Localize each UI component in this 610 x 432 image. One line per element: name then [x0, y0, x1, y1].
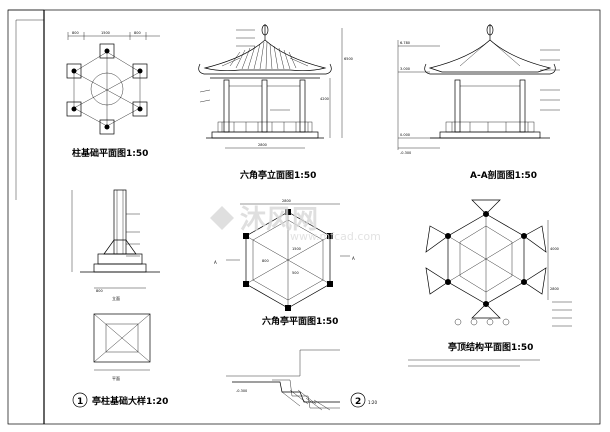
section-level-3: 0.000 [400, 133, 410, 137]
base-dim-3: 800 [134, 31, 141, 35]
pavilion-plan: 2800 1500 800 500 A A 六角亭平面图1:50 [214, 199, 355, 327]
footing-width-dim: 800 [96, 289, 103, 293]
roof-structure-title: 亭顶结构平面图1:50 [448, 341, 533, 353]
column-base-plan-title: 柱基础平面图1:50 [72, 147, 148, 159]
detail-2-scale: 1:20 [368, 400, 377, 405]
base-dim-2: 1500 [101, 31, 110, 35]
plan-dim-1: 1500 [292, 247, 301, 251]
elevation-title: 六角亭立面图1:50 [240, 169, 316, 181]
elevation-width-dim: 2800 [258, 143, 267, 147]
detail-1-number: 1 [77, 397, 83, 407]
section-level-4: -0.300 [400, 151, 411, 155]
plan-dim-2: 800 [262, 259, 269, 263]
elevation-height-dim: 6500 [344, 57, 353, 61]
detail-1-marker [72, 392, 88, 408]
plan-section-mark-right: A [352, 256, 355, 261]
footing-detail: 800 立面 平面 1 亭柱基础大样1:20 [71, 189, 168, 408]
detail-2-level: -0.300 [236, 389, 247, 393]
plan-dim-3: 500 [292, 271, 299, 275]
roof-dim-2: 2800 [550, 287, 559, 291]
section-title: A-A剖面图1:50 [470, 169, 537, 181]
base-dim-1: 800 [72, 31, 79, 35]
watermark-url: www.mfcad.com [290, 230, 381, 243]
watermark-text: 沐风网 [240, 205, 318, 235]
roof-structure-plan: 4000 2800 亭顶结构平面图1:50 [408, 199, 572, 367]
detail-2-number: 2 [355, 397, 361, 407]
elevation-mid-dim: 4200 [320, 97, 329, 101]
footing-elevation-label: 立面 [112, 295, 120, 301]
pavilion-elevation: 2800 6500 4200 六角亭立面图1:50 [198, 24, 353, 181]
pavilion-plan-title: 六角亭平面图1:50 [262, 315, 338, 327]
sheet-border [7, 9, 601, 425]
plan-section-mark: A [214, 260, 217, 265]
column-base-plan: 800 1500 800 柱基础平面图1:50 [66, 31, 160, 159]
watermark: 沐风网 www.mfcad.com [210, 205, 381, 243]
section-level-2: 3.000 [400, 67, 410, 71]
detail-2-marker [350, 392, 366, 408]
roof-dim-1: 4000 [550, 247, 559, 251]
footing-plan-label: 平面 [112, 376, 120, 381]
pavilion-section: 6.780 3.000 0.000 -0.300 A-A剖面图1:50 [397, 24, 560, 181]
plan-top-dim: 2800 [282, 199, 291, 203]
section-level-1: 6.780 [400, 41, 410, 45]
footing-detail-title: 亭柱基础大样1:20 [92, 395, 168, 407]
detail-2: -0.300 2 1:20 [226, 349, 377, 411]
